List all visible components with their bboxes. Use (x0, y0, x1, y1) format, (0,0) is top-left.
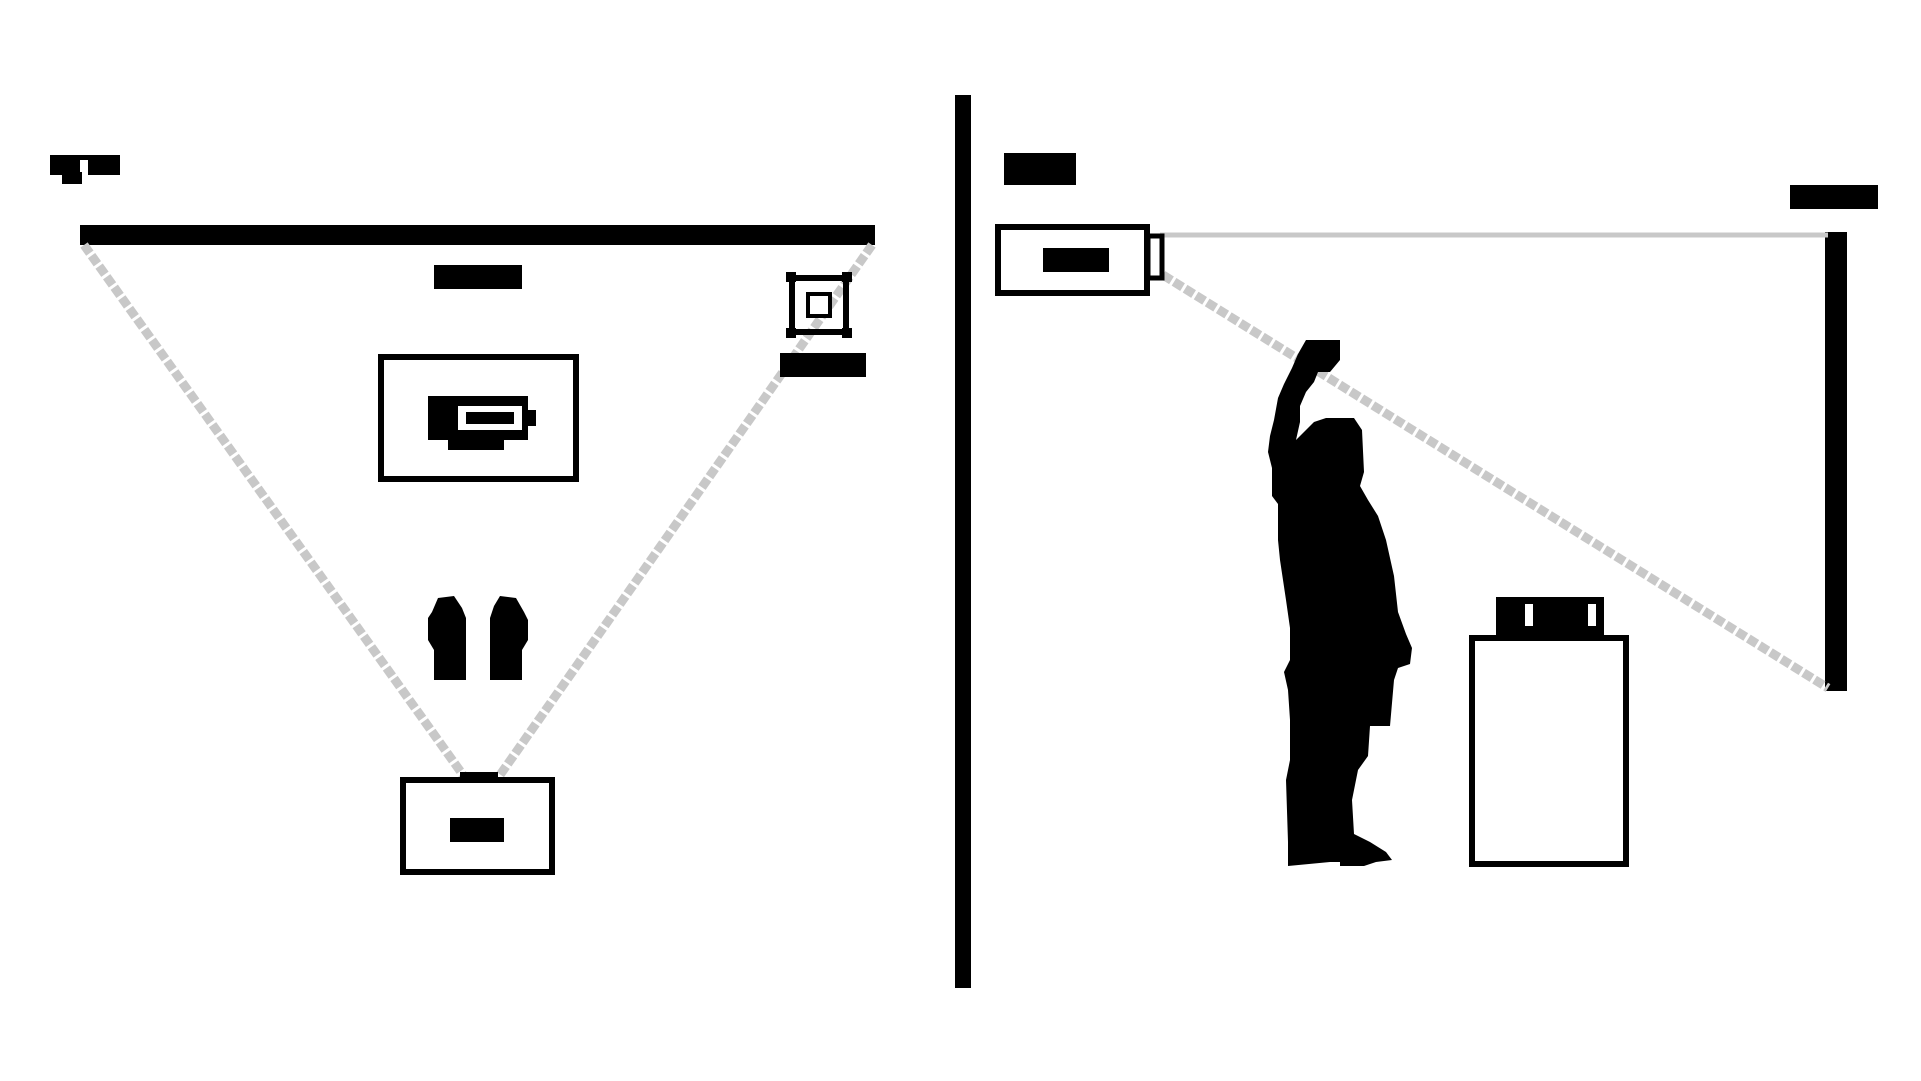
light-icon (786, 272, 852, 338)
projector-icon (378, 354, 579, 482)
top-view-panel (50, 155, 876, 875)
side-view-panel (995, 153, 1878, 867)
top-view-label (50, 155, 120, 184)
side-screen (1825, 232, 1847, 691)
left-sightline (80, 242, 467, 778)
screen-wall-line (80, 225, 875, 245)
side-view-label-block (1004, 153, 1076, 185)
feet-icon (428, 596, 528, 680)
panel-divider (955, 95, 971, 988)
right-sightline (496, 242, 876, 778)
projector-bottom-ray (1160, 271, 1831, 692)
camera-icon (400, 772, 555, 875)
screen-label-block (434, 265, 522, 289)
camera-label-block (780, 353, 866, 377)
pedestal-box (1469, 597, 1629, 867)
side-projector-icon (995, 224, 1165, 296)
wall-label-block (1790, 185, 1878, 209)
person-silhouette-icon (1268, 340, 1412, 866)
